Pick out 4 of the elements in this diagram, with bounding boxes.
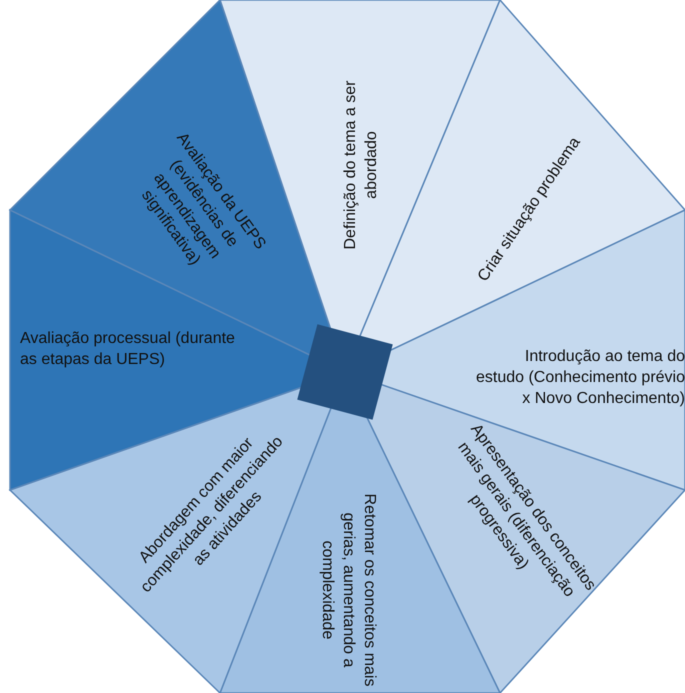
- segment-label: Definição do tema a ser abordado: [341, 80, 381, 252]
- segment-label: Introdução ao tema do estudo (Conhecimento prévio x Novo Conhecimento): [475, 346, 685, 408]
- segment-label: Retomar os conceitos mais gerias, aumentando a complexidade: [318, 492, 380, 688]
- segment-label: Avaliação processual (durante as etapas da UEPS): [20, 329, 236, 370]
